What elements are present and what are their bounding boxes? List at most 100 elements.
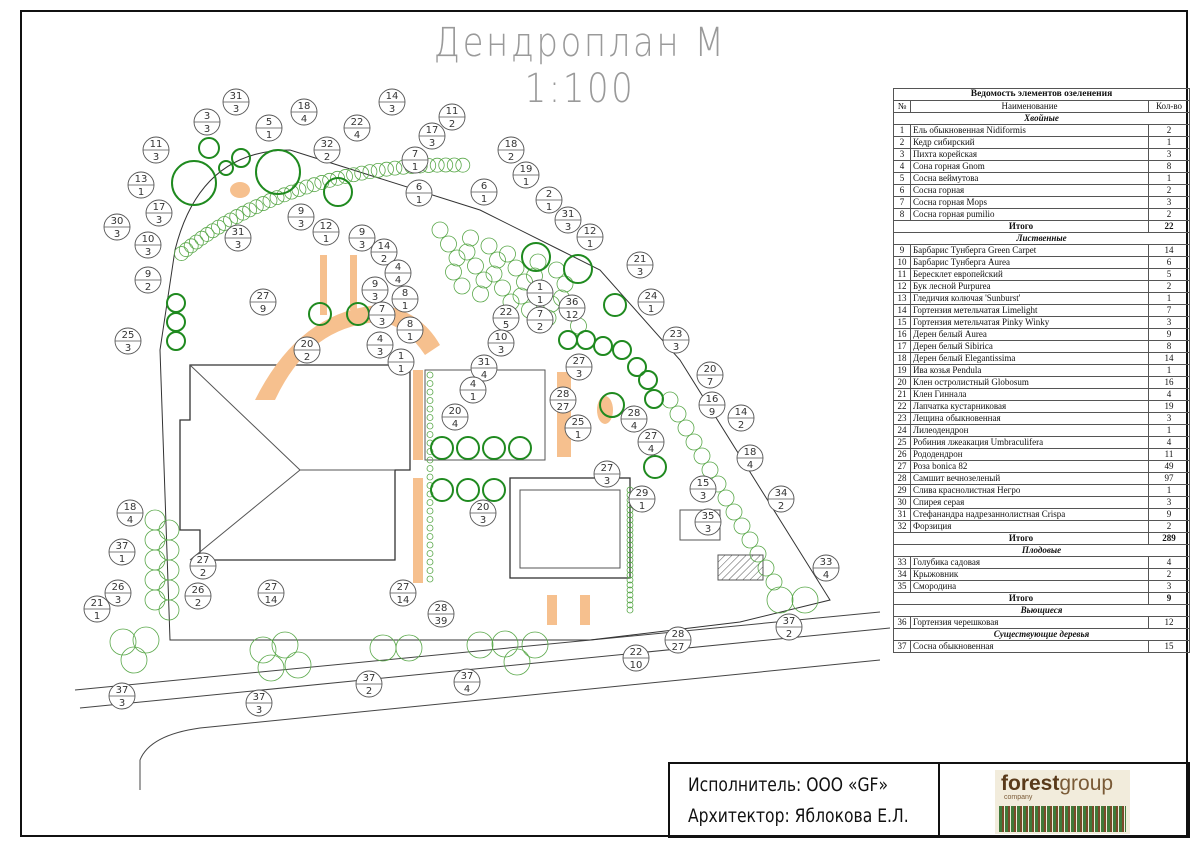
callout-species-number: 15 xyxy=(697,478,710,489)
tree-symbol xyxy=(603,293,627,317)
boxwood-symbol xyxy=(626,566,634,574)
plant-callout: 51 xyxy=(255,114,283,142)
callout-species-number: 16 xyxy=(706,394,719,405)
shrub-symbol xyxy=(158,539,180,561)
existing-pine-symbol xyxy=(120,646,148,674)
plant-callout: 81 xyxy=(391,285,419,313)
plant-callout: 184 xyxy=(290,98,318,126)
item-name: Клен остролистный Globosum xyxy=(910,376,1149,389)
callout-quantity: 4 xyxy=(823,570,829,581)
plant-callout: 72 xyxy=(526,306,554,334)
section-header: Плодовые xyxy=(893,544,1190,557)
plant-callout: 191 xyxy=(512,161,540,189)
plant-callout: 44 xyxy=(384,259,412,287)
item-qty: 1 xyxy=(1148,292,1190,305)
callout-quantity: 2 xyxy=(449,119,455,130)
callout-quantity: 3 xyxy=(119,698,125,709)
callout-quantity: 3 xyxy=(153,152,159,163)
total-label: Итого xyxy=(893,532,1149,545)
item-number: 12 xyxy=(893,280,911,293)
callout-species-number: 17 xyxy=(153,202,166,213)
site-boundary xyxy=(159,149,831,641)
plant-callout: 273 xyxy=(565,353,593,381)
plant-callout: 371 xyxy=(108,538,136,566)
plant-callout: 372 xyxy=(775,613,803,641)
callout-species-number: 31 xyxy=(562,209,575,220)
shrub-symbol xyxy=(445,263,462,281)
item-qty: 16 xyxy=(1148,376,1190,389)
road-edge xyxy=(79,627,891,709)
callout-quantity: 1 xyxy=(648,304,654,315)
callout-quantity: 1 xyxy=(323,234,329,245)
plant-callout: 204 xyxy=(441,403,469,431)
boxwood-symbol xyxy=(426,575,434,583)
plant-callout: 374 xyxy=(453,668,481,696)
tree-symbol xyxy=(171,160,217,206)
callout-species-number: 21 xyxy=(634,254,647,265)
callout-species-number: 31 xyxy=(478,357,491,368)
plant-callout: 241 xyxy=(637,288,665,316)
callout-species-number: 2 xyxy=(546,189,552,200)
callout-species-number: 19 xyxy=(520,164,533,175)
plant-callout: 143 xyxy=(378,88,406,116)
callout-quantity: 4 xyxy=(464,684,470,695)
callout-quantity: 3 xyxy=(498,345,504,356)
tree-symbol xyxy=(308,302,332,326)
shrub-symbol xyxy=(455,157,471,173)
callout-quantity: 3 xyxy=(673,342,679,353)
callout-quantity: 2 xyxy=(200,568,206,579)
shrub-symbol xyxy=(379,161,394,177)
boxwood-symbol xyxy=(626,561,634,569)
callout-species-number: 27 xyxy=(573,356,586,367)
item-number: 30 xyxy=(893,496,911,509)
callout-quantity: 1 xyxy=(470,392,476,403)
item-name: Рододендрон xyxy=(910,448,1149,461)
shrub-symbol xyxy=(158,599,180,621)
item-qty: 2 xyxy=(1148,184,1190,197)
item-qty: 49 xyxy=(1148,460,1190,473)
callout-quantity: 1 xyxy=(94,611,100,622)
plant-callout: 184 xyxy=(116,499,144,527)
shrub-symbol xyxy=(485,265,503,283)
item-number: 13 xyxy=(893,292,911,305)
shrub-symbol xyxy=(765,573,783,591)
callout-species-number: 28 xyxy=(628,408,641,419)
item-name: Бук лесной Purpurea xyxy=(910,280,1149,293)
shrub-symbol xyxy=(733,517,751,535)
item-qty: 4 xyxy=(1148,556,1190,569)
boxwood-symbol xyxy=(426,422,434,430)
boxwood-symbol xyxy=(626,526,634,534)
callout-species-number: 27 xyxy=(397,582,410,593)
plant-callout: 322 xyxy=(313,136,341,164)
plant-callout: 131 xyxy=(127,171,155,199)
item-name: Самшит вечнозеленый xyxy=(910,472,1149,485)
item-name: Лещина обыкновенная xyxy=(910,412,1149,425)
plant-callout: 112 xyxy=(438,103,466,131)
boxwood-symbol xyxy=(426,550,434,557)
callout-species-number: 20 xyxy=(704,364,717,375)
shrub-symbol xyxy=(338,169,353,184)
garden-path-arc xyxy=(255,305,440,400)
plant-callout: 173 xyxy=(145,199,173,227)
callout-species-number: 23 xyxy=(670,329,683,340)
plant-callout: 353 xyxy=(694,508,722,536)
total-value: 289 xyxy=(1148,532,1190,545)
item-name: Кедр сибирский xyxy=(910,136,1149,149)
shrub-symbol xyxy=(183,238,199,254)
callout-species-number: 24 xyxy=(645,291,658,302)
shrub-symbol xyxy=(507,259,525,277)
item-number: 15 xyxy=(893,316,911,329)
boxwood-symbol xyxy=(626,601,634,609)
shrub-symbol xyxy=(330,170,345,186)
callout-quantity: 3 xyxy=(233,104,239,115)
plant-callout: 81 xyxy=(396,316,424,344)
plant-callout: 273 xyxy=(593,460,621,488)
shrub-symbol xyxy=(158,519,180,541)
item-number: 4 xyxy=(893,160,911,173)
